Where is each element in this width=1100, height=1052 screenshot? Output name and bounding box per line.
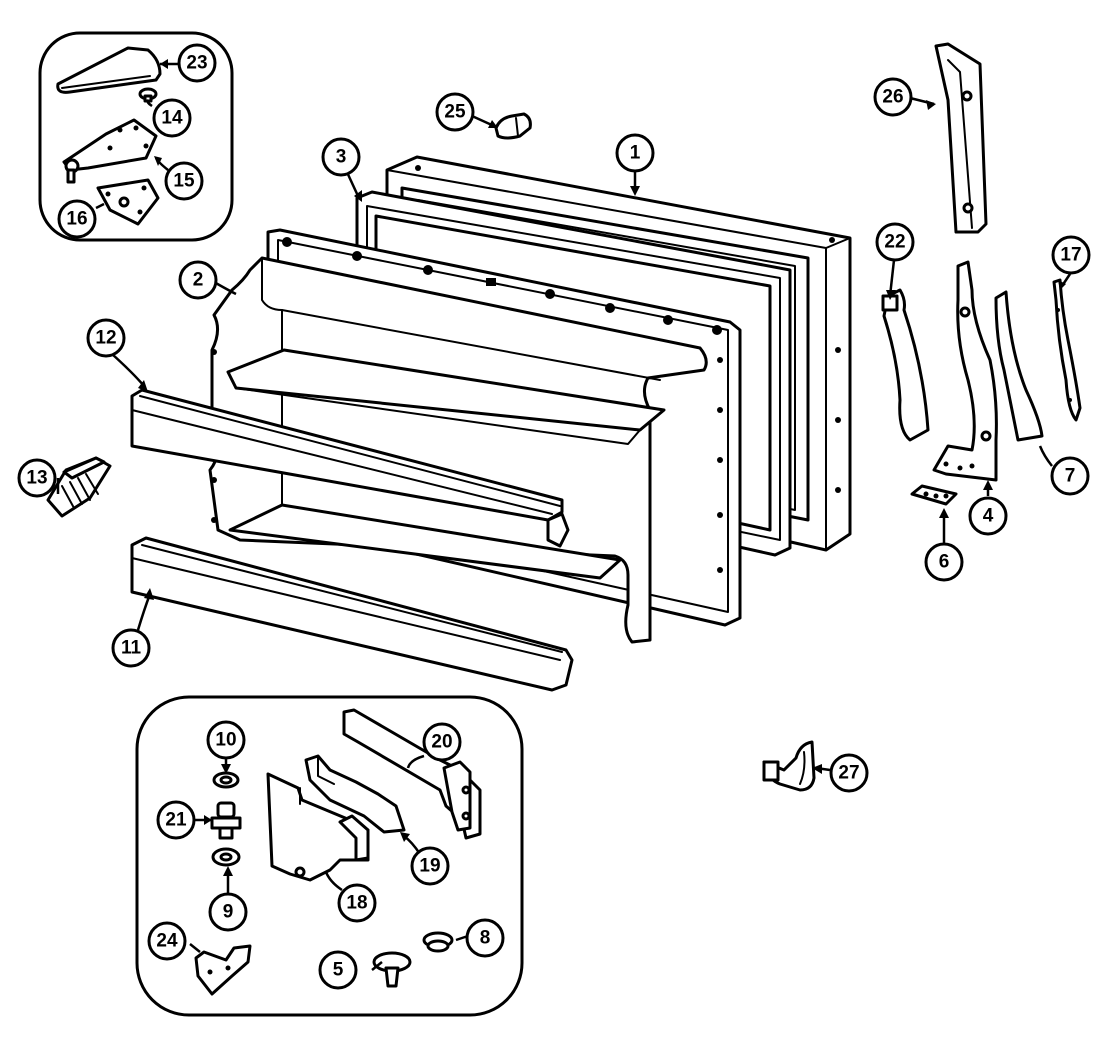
callout-label: 11 <box>121 638 142 659</box>
callout-label: 23 <box>186 53 207 74</box>
leader-arrowheads <box>138 59 1066 876</box>
hinge-shim <box>910 484 958 506</box>
callout-19: 19 <box>410 846 450 886</box>
callout-label: 15 <box>173 171 195 192</box>
callout-label: 21 <box>165 810 187 831</box>
callout-label: 12 <box>95 328 116 349</box>
callout-label: 18 <box>346 893 367 914</box>
callout-2: 2 <box>178 260 218 300</box>
callout-7: 7 <box>1050 456 1090 496</box>
callout-label: 20 <box>431 732 452 753</box>
callout-3: 3 <box>321 137 361 177</box>
callout-24: 24 <box>147 921 187 961</box>
callout-label: 13 <box>26 468 47 489</box>
callout-8: 8 <box>465 918 505 958</box>
hinge-bracket-lower <box>304 754 406 862</box>
upper-shelf-bar <box>130 388 570 548</box>
callout-label: 26 <box>882 87 903 108</box>
callout-21: 21 <box>156 800 196 840</box>
callout-26: 26 <box>873 77 913 117</box>
callout-label: 7 <box>1065 466 1076 487</box>
callout-25: 25 <box>435 92 475 132</box>
door-stop-plug <box>494 112 532 140</box>
inset-box-hinge-parts <box>38 31 234 242</box>
callout-17: 17 <box>1051 235 1091 275</box>
callout-13: 13 <box>17 458 57 498</box>
washer-upper <box>212 771 240 789</box>
lower-shelf-bar <box>130 536 574 692</box>
callout-15: 15 <box>164 161 204 201</box>
callout-5: 5 <box>318 950 358 990</box>
callout-label: 6 <box>939 552 950 573</box>
push-pin-fastener <box>372 951 412 988</box>
bottom-hinge-plate <box>266 772 370 882</box>
callout-label: 24 <box>156 931 178 952</box>
callout-label: 2 <box>193 270 204 291</box>
hinge-pin <box>210 801 242 840</box>
callout-14: 14 <box>152 98 192 138</box>
callout-22: 22 <box>875 222 915 262</box>
plug-button <box>422 931 454 953</box>
callout-23: 23 <box>177 43 217 83</box>
callout-20: 20 <box>422 722 462 762</box>
hinge-cover <box>994 290 1044 442</box>
callout-4: 4 <box>968 496 1008 536</box>
callout-label: 16 <box>66 209 87 230</box>
door-stop-bracket <box>194 944 252 996</box>
callout-label: 27 <box>838 763 859 784</box>
callout-label: 5 <box>333 960 344 981</box>
callout-label: 9 <box>223 902 234 923</box>
hinge-bracket <box>932 260 998 482</box>
callout-label: 17 <box>1060 245 1081 266</box>
callout-label: 3 <box>336 147 347 168</box>
callout-label: 1 <box>630 143 641 164</box>
shelf-end-cap <box>762 740 816 792</box>
callout-10: 10 <box>206 720 246 760</box>
handle-trim <box>881 288 930 442</box>
callout-6: 6 <box>924 542 964 582</box>
hinge-pin-rod <box>1052 278 1082 422</box>
callout-11: 11 <box>111 628 151 668</box>
callout-label: 4 <box>983 506 994 527</box>
callout-18: 18 <box>337 883 377 923</box>
callout-12: 12 <box>86 318 126 358</box>
callout-label: 22 <box>884 232 905 253</box>
hinge-cover-cap <box>56 46 162 94</box>
door-liner <box>208 228 742 644</box>
callout-1: 1 <box>615 133 655 173</box>
callout-label: 14 <box>161 108 183 129</box>
inset-box-hardware-parts <box>135 695 524 1017</box>
hinge-shim-plate <box>96 178 160 226</box>
retainer-clip <box>46 456 112 518</box>
hinge-bracket-upper <box>342 708 482 840</box>
door-handle <box>934 42 988 234</box>
callout-27: 27 <box>829 753 869 793</box>
callout-label: 25 <box>444 102 466 123</box>
hinge-pin-cap <box>138 87 158 103</box>
callout-label: 10 <box>215 730 236 751</box>
top-hinge <box>62 118 158 184</box>
callout-16: 16 <box>57 199 97 239</box>
callout-label: 8 <box>480 928 491 949</box>
washer-lower <box>211 847 241 867</box>
callout-9: 9 <box>208 892 248 932</box>
callout-label: 19 <box>419 856 440 877</box>
